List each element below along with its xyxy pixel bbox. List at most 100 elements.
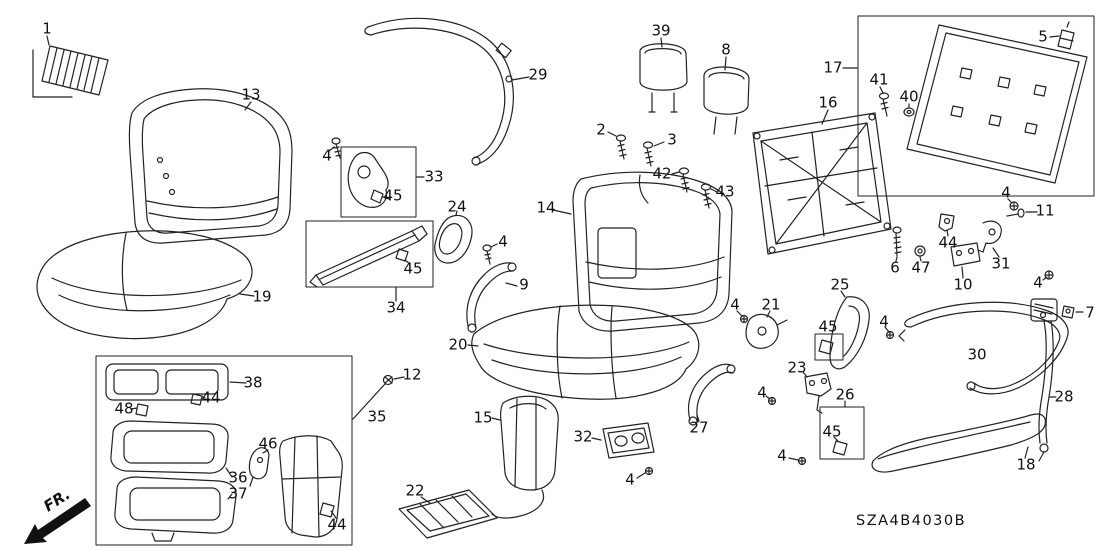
part-callout-4-8[interactable]: 4 [879, 312, 889, 331]
part-callout-37-44[interactable]: 37 [228, 484, 248, 503]
part-callout-45-57[interactable]: 45 [822, 422, 842, 441]
part-callout-28-35[interactable]: 28 [1054, 387, 1074, 406]
part-callout-15-22[interactable]: 15 [473, 408, 493, 427]
part-4-bolt-h [788, 456, 807, 466]
part-22-heater-mat [398, 489, 498, 539]
part-9-hinge-bracket [466, 262, 518, 333]
part-callout-44-51[interactable]: 44 [938, 233, 958, 252]
part-36-armrest-upper [110, 420, 233, 478]
part-callout-30-37[interactable]: 30 [967, 345, 987, 364]
part-callout-48-60[interactable]: 48 [114, 399, 134, 418]
part-31-striker [977, 220, 1002, 258]
part-19-cushion-left [36, 230, 255, 340]
part-callout-4-6[interactable]: 4 [1033, 273, 1043, 292]
diagram-code: SZA4B4030B [856, 513, 966, 529]
part-callout-29-36[interactable]: 29 [528, 65, 548, 84]
part-callout-46-58[interactable]: 46 [258, 434, 278, 453]
part-callout-6-13[interactable]: 6 [890, 258, 900, 277]
part-2-screw [607, 131, 627, 160]
part-17-back-panel [842, 15, 1095, 197]
part-callout-33-40[interactable]: 33 [424, 167, 444, 186]
part-callout-4-9[interactable]: 4 [757, 383, 767, 402]
part-callout-44-52[interactable]: 44 [201, 388, 221, 407]
part-4-bolt-f [884, 326, 895, 340]
part-callout-23-30[interactable]: 23 [787, 358, 807, 377]
part-4-bolt-c [1007, 198, 1019, 211]
part-35-armrest-box [95, 355, 353, 546]
part-callout-4-10[interactable]: 4 [777, 446, 787, 465]
part-callout-12-19[interactable]: 12 [402, 365, 422, 384]
part-callout-16-23[interactable]: 16 [818, 93, 838, 112]
part-callout-20-27[interactable]: 20 [448, 335, 468, 354]
part-callout-41-48[interactable]: 41 [869, 70, 889, 89]
part-4-bolt-g [765, 395, 777, 406]
part-armrest-back-panel [279, 435, 343, 538]
part-callout-45-55[interactable]: 45 [403, 259, 423, 278]
part-callout-44-53[interactable]: 44 [327, 515, 347, 534]
part-1-coil [32, 35, 109, 98]
part-callout-19-26[interactable]: 19 [252, 287, 272, 306]
part-callout-25-32[interactable]: 25 [830, 275, 850, 294]
part-38-tray [105, 363, 247, 401]
fr-arrow-icon [24, 498, 91, 544]
part-28-cable-latch [1030, 298, 1058, 462]
part-callout-13-20[interactable]: 13 [241, 85, 261, 104]
part-callout-14-21[interactable]: 14 [536, 198, 556, 217]
part-callout-17-24[interactable]: 17 [823, 58, 843, 77]
part-callout-10-17[interactable]: 10 [953, 275, 973, 294]
part-callout-32-39[interactable]: 32 [573, 427, 593, 446]
part-callout-35-42[interactable]: 35 [367, 407, 387, 426]
part-callout-4-4[interactable]: 4 [1001, 183, 1011, 202]
part-callout-24-31[interactable]: 24 [447, 197, 467, 216]
part-callout-5-12[interactable]: 5 [1038, 27, 1048, 46]
part-callout-39-46[interactable]: 39 [651, 21, 671, 40]
part-callout-34-41[interactable]: 34 [386, 298, 406, 317]
part-39-headrest-center [639, 37, 688, 113]
part-callout-40-47[interactable]: 40 [899, 87, 919, 106]
part-25-cover [814, 290, 870, 370]
part-callout-45-54[interactable]: 45 [383, 186, 403, 205]
part-callout-47-59[interactable]: 47 [911, 258, 931, 277]
part-callout-11-18[interactable]: 11 [1035, 201, 1055, 220]
part-callout-4-7[interactable]: 4 [730, 295, 740, 314]
part-7-striker [1061, 305, 1084, 319]
part-callout-18-25[interactable]: 18 [1016, 455, 1036, 474]
part-callout-43-50[interactable]: 43 [715, 182, 735, 201]
part-callout-27-34[interactable]: 27 [689, 418, 709, 437]
part-callout-22-29[interactable]: 22 [405, 481, 425, 500]
part-43-screw [700, 183, 718, 209]
part-callout-38-45[interactable]: 38 [243, 373, 263, 392]
part-4-bolt-b [482, 243, 498, 265]
part-44-clip-b [190, 393, 206, 406]
part-3-screw [642, 141, 665, 167]
part-44-clip-c [319, 502, 337, 519]
part-callout-36-43[interactable]: 36 [228, 468, 248, 487]
part-callout-4-5[interactable]: 4 [498, 232, 508, 251]
part-46-bracket [248, 447, 270, 487]
part-callout-42-49[interactable]: 42 [652, 164, 672, 183]
part-callout-8-15[interactable]: 8 [721, 40, 731, 59]
part-30-cable [898, 301, 1069, 395]
part-callout-9-16[interactable]: 9 [519, 275, 529, 294]
part-4-bolt-e [736, 310, 749, 324]
part-47-washer [914, 245, 926, 262]
part-21-lock [745, 310, 788, 349]
part-41-screw [878, 86, 890, 117]
part-callout-1-0[interactable]: 1 [42, 19, 52, 38]
part-callout-4-11[interactable]: 4 [625, 470, 635, 489]
part-4-bolt-d [1042, 270, 1054, 281]
part-6-bolt [892, 226, 902, 262]
part-callout-45-56[interactable]: 45 [818, 317, 838, 336]
part-10-bracket [950, 242, 981, 279]
part-callout-7-14[interactable]: 7 [1085, 303, 1095, 322]
part-callout-31-38[interactable]: 31 [991, 254, 1011, 273]
part-callout-21-28[interactable]: 21 [761, 295, 781, 314]
part-13-seatback-left [128, 88, 293, 244]
part-callout-26-33[interactable]: 26 [835, 385, 855, 404]
part-callout-2-1[interactable]: 2 [596, 120, 606, 139]
part-callout-3-2[interactable]: 3 [667, 130, 677, 149]
part-callout-4-3[interactable]: 4 [322, 146, 332, 165]
part-18-garnish [871, 413, 1046, 473]
